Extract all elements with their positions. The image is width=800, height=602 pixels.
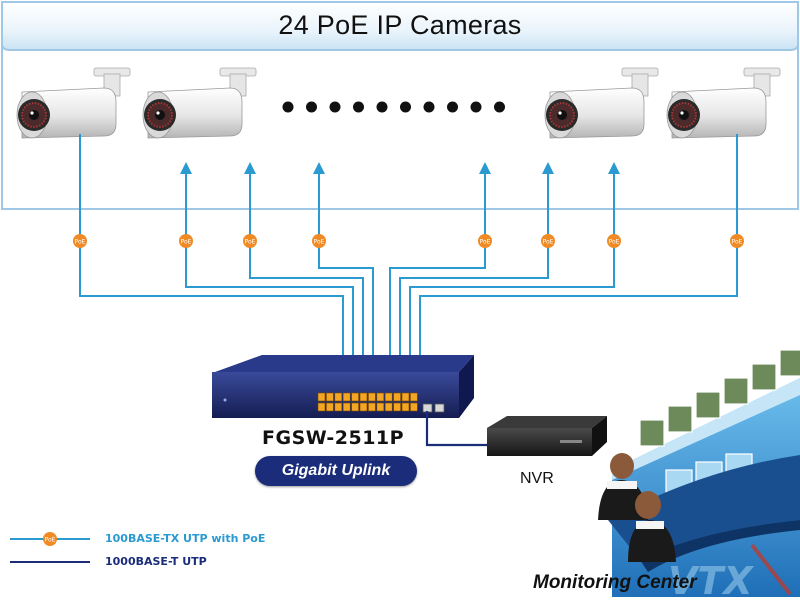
- legend-label: 100BASE-TX UTP with PoE: [105, 532, 266, 545]
- gigabit-uplink-badge: Gigabit Uplink: [255, 456, 417, 486]
- poe-badge: PoE: [607, 234, 621, 248]
- poe-port: [384, 402, 393, 412]
- poe-cable: [313, 162, 374, 356]
- svg-text:VTX: VTX: [668, 559, 754, 597]
- poe-port: [376, 392, 385, 402]
- poe-cable: [79, 134, 344, 356]
- poe-cable: [409, 162, 620, 356]
- poe-port: [317, 392, 326, 402]
- ellipsis-dot: [447, 101, 458, 113]
- poe-port: [359, 392, 368, 402]
- legend-poe-badge-text: PoE: [45, 537, 56, 544]
- more-cameras-ellipsis: [282, 101, 505, 113]
- poe-cable: [389, 162, 491, 356]
- monitoring-center-illustration: VTX: [598, 349, 800, 602]
- poe-cable: [244, 162, 364, 356]
- poe-port: [410, 402, 418, 412]
- poe-badges: PoE PoE PoE PoE PoE PoE PoE PoE: [73, 234, 744, 248]
- legend-graphics: PoE: [10, 532, 90, 563]
- poe-port: [351, 402, 359, 412]
- poe-cable: [419, 134, 738, 356]
- uplink-port: [434, 403, 445, 413]
- poe-port: [401, 392, 410, 402]
- poe-port: [393, 392, 401, 402]
- poe-port: [410, 392, 418, 402]
- poe-port: [334, 402, 343, 412]
- poe-cable: [180, 162, 354, 356]
- poe-badge: PoE: [312, 234, 326, 248]
- switch-model-label: FGSW-2511P: [262, 427, 405, 449]
- poe-cable: [399, 162, 554, 356]
- ellipsis-dot: [306, 101, 317, 113]
- wall-screen: [779, 349, 800, 377]
- ellipsis-dot: [353, 101, 364, 113]
- poe-badge-text: PoE: [543, 239, 554, 246]
- poe-badge-text: PoE: [732, 239, 743, 246]
- poe-port: [401, 402, 410, 412]
- wall-screen: [695, 391, 721, 419]
- ip-camera: [544, 67, 659, 139]
- gigabit-uplink-cable: [425, 411, 487, 447]
- poe-badge-text: PoE: [181, 239, 192, 246]
- poe-badge-text: PoE: [480, 239, 491, 246]
- poe-port: [368, 402, 376, 412]
- diagram-title: 24 PoE IP Cameras: [278, 10, 522, 40]
- wall-screen: [667, 405, 693, 433]
- poe-port: [393, 402, 401, 412]
- poe-badge: PoE: [730, 234, 744, 248]
- ip-camera: [142, 67, 257, 139]
- video-wall: [639, 349, 800, 493]
- ip-camera: [666, 67, 781, 139]
- ip-cameras: [16, 67, 781, 139]
- poe-cables: [79, 134, 738, 356]
- poe-badge: PoE: [478, 234, 492, 248]
- poe-port: [334, 392, 343, 402]
- poe-port: [326, 392, 334, 402]
- nvr-device: [487, 416, 607, 456]
- operator-person: [628, 491, 676, 562]
- poe-badge: PoE: [541, 234, 555, 248]
- poe-badge: PoE: [73, 234, 87, 248]
- ellipsis-dot: [423, 101, 435, 113]
- monitoring-center-label: Monitoring Center: [533, 572, 697, 593]
- switch-top: [215, 355, 474, 372]
- poe-port: [384, 392, 393, 402]
- wall-screen: [639, 419, 665, 447]
- nvr-label: NVR: [520, 470, 554, 487]
- poe-badge-text: PoE: [314, 239, 325, 246]
- poe-port: [317, 402, 326, 412]
- ellipsis-dot: [376, 101, 388, 113]
- poe-badge: PoE: [179, 234, 193, 248]
- uplink-port: [422, 403, 433, 413]
- poe-badge-text: PoE: [609, 239, 620, 246]
- poe-switch: [212, 355, 474, 418]
- ellipsis-dot: [329, 101, 341, 113]
- switch-side: [459, 355, 474, 418]
- poe-badge-text: PoE: [245, 239, 256, 246]
- watermark-logo: VTX: [668, 543, 792, 602]
- switch-ports: [317, 392, 418, 412]
- title-banner: [1, 1, 799, 51]
- ellipsis-dot: [400, 101, 411, 113]
- poe-badge-text: PoE: [75, 239, 86, 246]
- ip-camera: [16, 67, 131, 139]
- legend-label: 1000BASE-T UTP: [105, 555, 207, 568]
- ellipsis-dot: [494, 101, 505, 113]
- poe-port: [368, 392, 376, 402]
- operator-person: [598, 453, 648, 520]
- ellipsis-dot: [282, 101, 294, 113]
- poe-port: [376, 402, 385, 412]
- poe-port: [342, 392, 351, 402]
- poe-port: [342, 402, 351, 412]
- camera-area-frame: [1, 43, 799, 210]
- ellipsis-dot: [470, 101, 482, 113]
- poe-badge: PoE: [243, 234, 257, 248]
- poe-port: [326, 402, 334, 412]
- wall-screen: [723, 377, 749, 405]
- poe-port: [359, 402, 368, 412]
- status-led: [223, 398, 227, 402]
- wall-screen: [751, 363, 777, 391]
- poe-port: [351, 392, 359, 402]
